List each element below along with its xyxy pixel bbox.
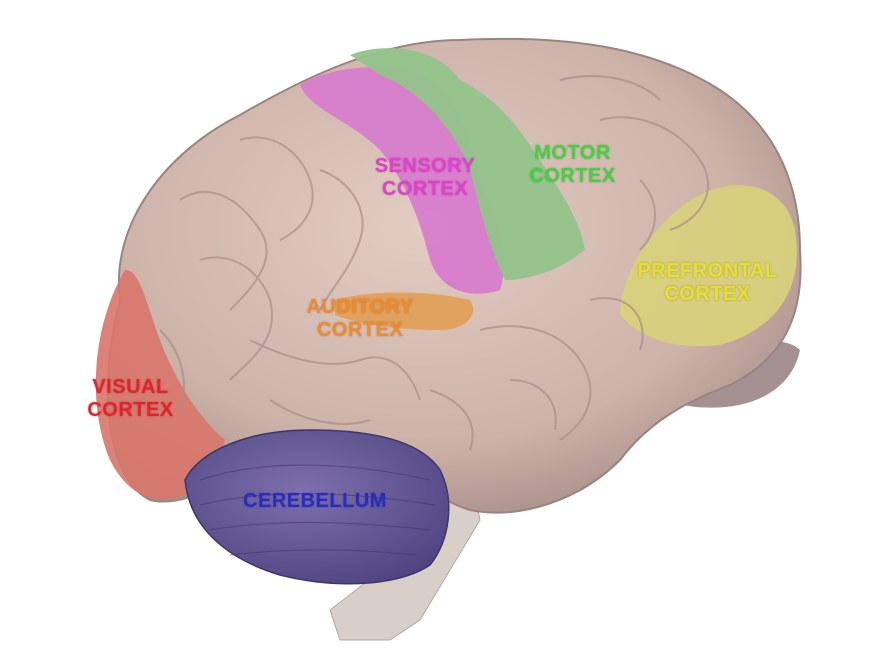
motor-cortex-region: [350, 48, 585, 280]
gyri-texture: [159, 75, 710, 451]
auditory-cortex-region: [335, 292, 474, 330]
visual-cortex-region: [95, 270, 225, 500]
motor-label-line2: CORTEX: [529, 165, 616, 187]
auditory-cortex-label: AUDITORY CORTEX: [285, 296, 435, 342]
prefrontal-label-line1: PREFRONTAL: [637, 260, 778, 282]
motor-cortex-label: MOTOR CORTEX: [510, 142, 635, 188]
visual-cortex-label: VISUAL CORTEX: [68, 376, 193, 422]
prefrontal-cortex-region: [620, 185, 797, 347]
auditory-label-line1: AUDITORY: [306, 296, 414, 318]
cerebellum-label-text: CEREBELLUM: [243, 490, 387, 512]
sensory-cortex-label: SENSORY CORTEX: [355, 155, 495, 201]
sensory-label-line1: SENSORY: [374, 155, 476, 177]
cerebellum-label: CEREBELLUM: [210, 490, 420, 513]
visual-label-line2: CORTEX: [87, 399, 174, 421]
cerebellum-folia: [199, 464, 436, 556]
prefrontal-cortex-label: PREFRONTAL CORTEX: [610, 260, 805, 306]
prefrontal-label-line2: CORTEX: [664, 283, 751, 305]
visual-label-line1: VISUAL: [92, 376, 169, 398]
sensory-label-line2: CORTEX: [381, 178, 469, 200]
auditory-label-line2: CORTEX: [316, 319, 404, 341]
motor-label-line1: MOTOR: [534, 142, 611, 164]
